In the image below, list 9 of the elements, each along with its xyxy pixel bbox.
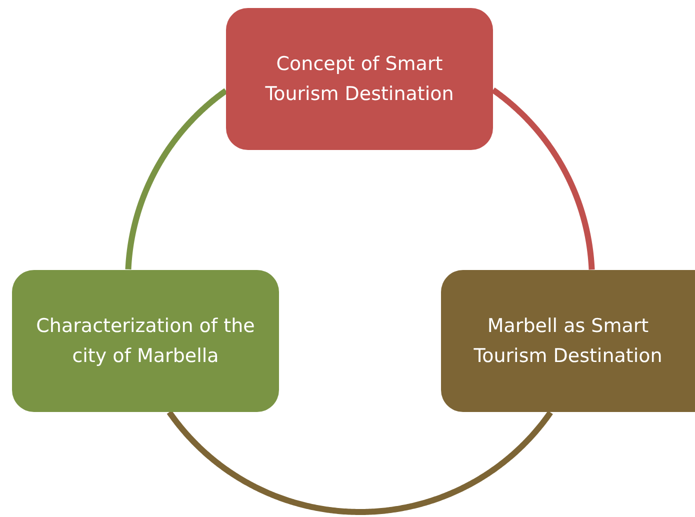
box-label: Marbell as Smart Tourism Destination xyxy=(472,314,664,369)
process-box xyxy=(441,270,695,412)
connector-arc xyxy=(166,410,553,515)
box-label: Concept of Smart Tourism Destination xyxy=(264,52,455,107)
connector-arc xyxy=(490,88,595,272)
box-label: Characterization of the city of Marbella xyxy=(36,314,255,369)
process-box xyxy=(12,270,279,412)
process-box xyxy=(226,8,493,150)
connector-arc xyxy=(125,88,228,272)
